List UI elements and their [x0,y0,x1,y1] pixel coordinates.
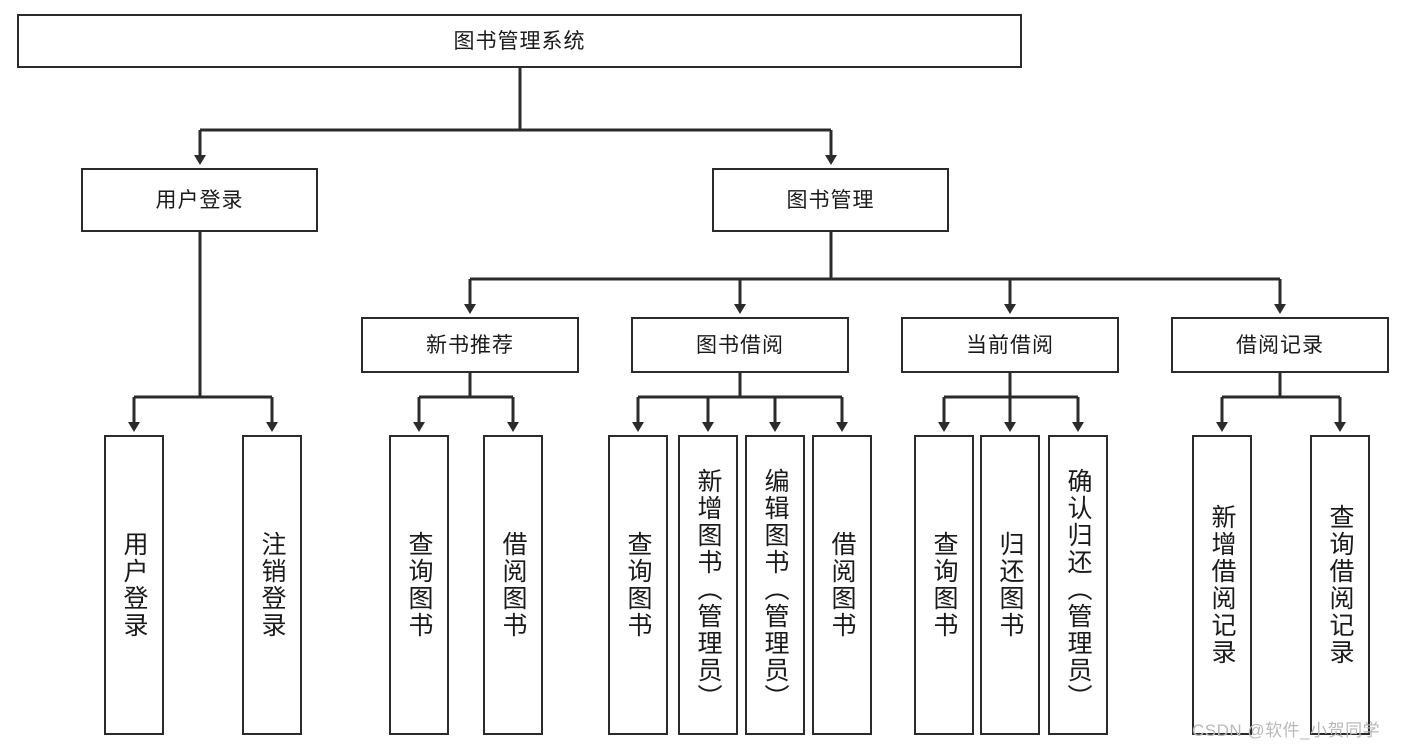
node-label: 图书管理系统 [453,29,586,53]
node-leaf-query-book-1[interactable]: 查询图书 [389,435,449,735]
node-label: 确认归还（管理员） [1064,467,1092,711]
node-book-manage[interactable]: 图书管理 [712,168,949,232]
node-label: 归还图书 [996,531,1024,639]
node-label: 当前借阅 [966,333,1054,357]
node-label: 注销登录 [258,531,286,639]
node-label: 查询图书 [624,531,652,639]
node-leaf-borrow-book-2[interactable]: 借阅图书 [812,435,872,735]
node-current-borrow[interactable]: 当前借阅 [901,317,1119,373]
node-label: 新书推荐 [426,333,514,357]
node-label: 编辑图书（管理员） [761,467,789,711]
node-new-book-rec[interactable]: 新书推荐 [361,317,579,373]
node-label: 图书借阅 [696,333,784,357]
node-label: 新增借阅记录 [1208,504,1236,666]
node-leaf-add-record[interactable]: 新增借阅记录 [1192,435,1252,735]
node-label: 图书管理 [786,188,875,212]
node-leaf-return-book[interactable]: 归还图书 [980,435,1040,735]
node-leaf-user-login[interactable]: 用户登录 [104,435,164,735]
node-label: 新增图书（管理员） [694,467,722,711]
node-leaf-query-record[interactable]: 查询借阅记录 [1310,435,1370,735]
node-leaf-user-logout[interactable]: 注销登录 [242,435,302,735]
node-user-login[interactable]: 用户登录 [81,168,318,232]
node-label: 查询图书 [930,531,958,639]
node-label: 借阅记录 [1236,333,1324,357]
node-leaf-add-book[interactable]: 新增图书（管理员） [678,435,738,735]
watermark-label: CSDN @软件_小贺同学 [1192,721,1381,740]
node-label: 查询借阅记录 [1326,504,1354,666]
node-leaf-confirm-return[interactable]: 确认归还（管理员） [1048,435,1108,735]
node-label: 用户登录 [155,188,244,212]
node-book-borrow[interactable]: 图书借阅 [631,317,849,373]
node-label: 查询图书 [405,531,433,639]
node-label: 借阅图书 [828,531,856,639]
node-leaf-query-book-2[interactable]: 查询图书 [608,435,668,735]
node-leaf-edit-book[interactable]: 编辑图书（管理员） [745,435,805,735]
node-label: 借阅图书 [499,531,527,639]
node-leaf-query-book-3[interactable]: 查询图书 [914,435,974,735]
node-borrow-record[interactable]: 借阅记录 [1171,317,1389,373]
node-label: 用户登录 [120,531,148,639]
node-root[interactable]: 图书管理系统 [17,14,1022,68]
node-leaf-borrow-book-1[interactable]: 借阅图书 [483,435,543,735]
